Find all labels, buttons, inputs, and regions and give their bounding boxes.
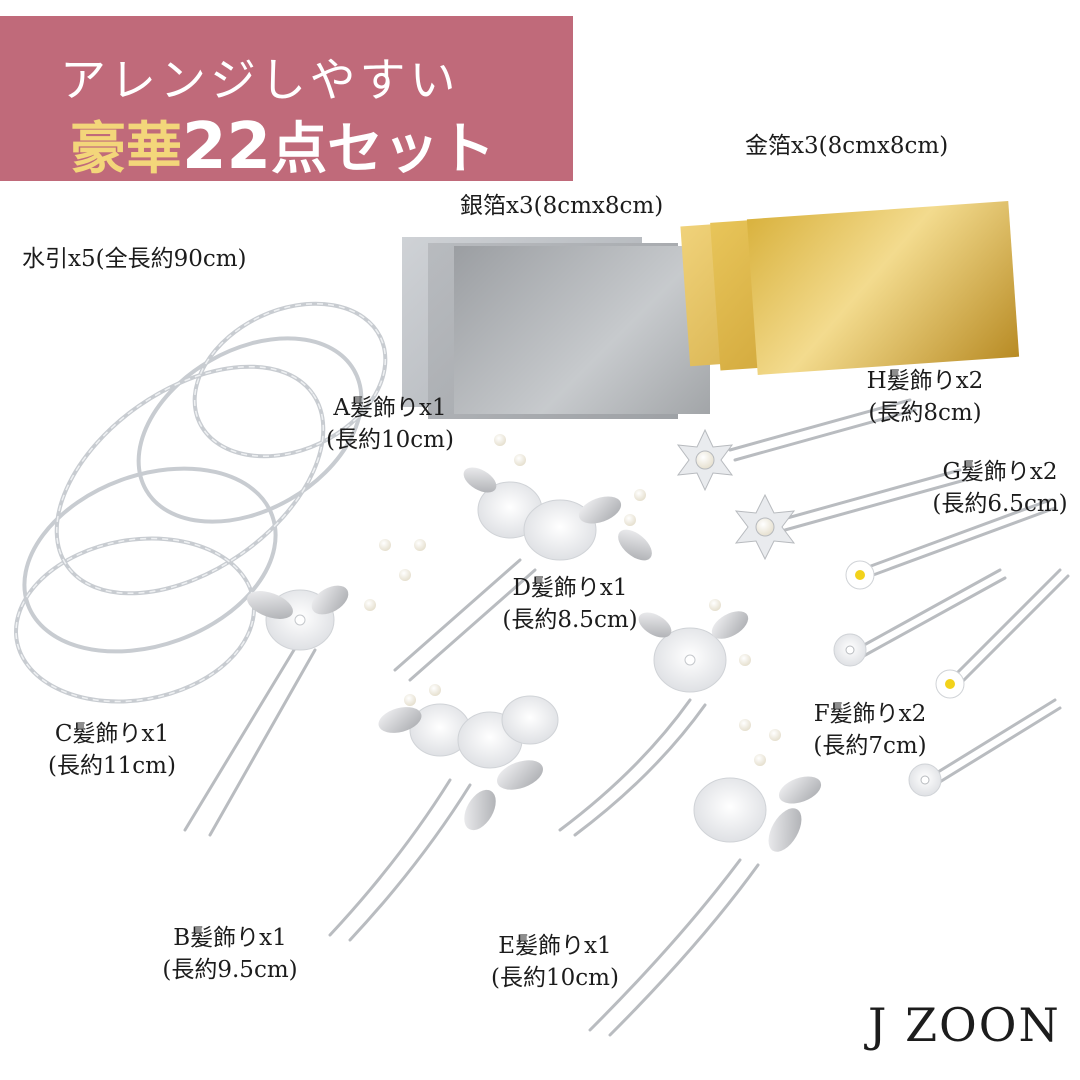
label-d-length: (長約8.5cm) [502, 607, 638, 633]
label-h-length: (長約8cm) [868, 400, 982, 426]
banner-count: 22 [182, 110, 272, 184]
label-ornament-d: D髪飾りx1 (長約8.5cm) [475, 572, 665, 636]
label-ornament-g: G髪飾りx2 (長約6.5cm) [920, 456, 1080, 520]
label-silver-foil: 銀箔x3(8cmx8cm) [460, 193, 664, 219]
label-mizuhiki: 水引x5(全長約90cm) [22, 246, 247, 272]
hair-ornament-g-f [833, 560, 965, 797]
label-ornament-e: E髪飾りx1 (長約10cm) [465, 930, 645, 994]
label-c-length: (長約11cm) [48, 753, 176, 779]
hair-ornament-d [638, 599, 751, 693]
hair-ornament-a [463, 434, 652, 561]
hair-ornament-c [247, 539, 426, 651]
hair-ornament-b [378, 684, 559, 831]
label-a-length: (長約10cm) [326, 427, 454, 453]
hair-ornament-e [693, 719, 822, 852]
label-b-length: (長約9.5cm) [162, 957, 298, 983]
label-e-name: E髪飾りx1 [498, 933, 612, 959]
banner-line1: アレンジしやすい [60, 53, 460, 107]
label-ornament-a: A髪飾りx1 (長約10cm) [300, 392, 480, 456]
label-ornament-c: C髪飾りx1 (長約11cm) [22, 718, 202, 782]
label-e-length: (長約10cm) [491, 965, 619, 991]
hair-ornament-h [676, 428, 796, 561]
brand-logo: J ZOON [868, 998, 1061, 1052]
mizuhiki-cords [14, 301, 388, 704]
label-a-name: A髪飾りx1 [333, 395, 447, 421]
label-d-name: D髪飾りx1 [512, 575, 628, 601]
hair-pin-shafts [183, 398, 1070, 1037]
label-ornament-b: B髪飾りx1 (長約9.5cm) [135, 922, 325, 986]
label-g-name: G髪飾りx2 [942, 459, 1058, 485]
silver-foil-sheet [454, 246, 710, 414]
banner-line2: 豪華22点セット [70, 104, 495, 185]
label-ornament-h: H髪飾りx2 (長約8cm) [855, 365, 995, 429]
banner-line2-a: 豪華 [70, 117, 182, 182]
banner-line2-b: 点セット [271, 117, 496, 182]
label-c-name: C髪飾りx1 [54, 721, 170, 747]
label-ornament-f: F髪飾りx2 (長約7cm) [800, 698, 940, 762]
title-banner: アレンジしやすい 豪華22点セット [0, 16, 573, 184]
label-g-length: (長約6.5cm) [932, 491, 1068, 517]
label-f-name: F髪飾りx2 [813, 701, 927, 727]
label-b-name: B髪飾りx1 [173, 925, 287, 951]
label-h-name: H髪飾りx2 [866, 368, 984, 394]
label-gold-foil: 金箔x3(8cmx8cm) [745, 133, 949, 159]
label-f-length: (長約7cm) [813, 733, 927, 759]
